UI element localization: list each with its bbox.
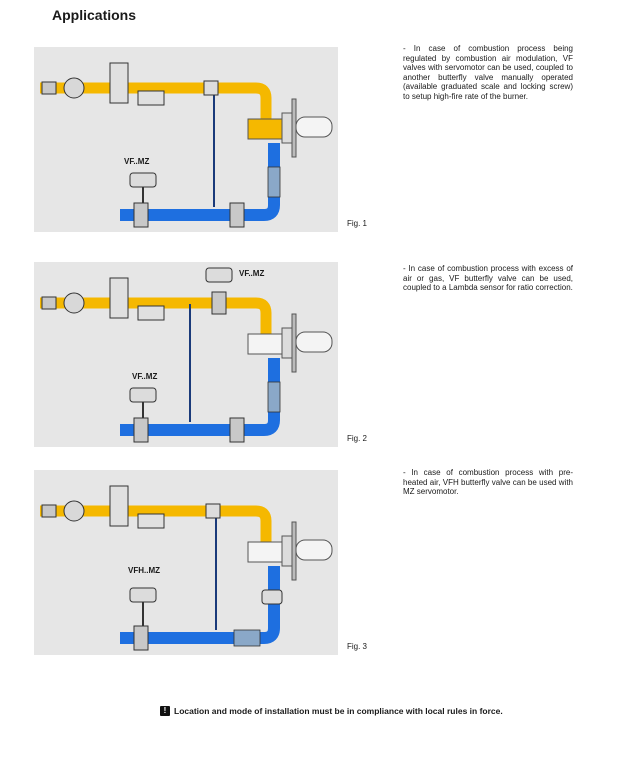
figure-3-label: Fig. 3 [347,642,368,651]
figure-3-diagram: VFH..MZ [34,470,338,655]
compliance-note-text: Location and mode of installation must b… [174,706,503,716]
compliance-note: ! Location and mode of installation must… [160,706,503,716]
valve-label: VFH..MZ [128,566,160,575]
warning-icon: ! [160,706,170,716]
figure-2-diagram: VF..MZ VF..MZ [34,262,338,447]
valve-label: VF..MZ [132,372,158,381]
figure-3-description: - In case of combustion process with pre… [403,468,573,497]
figure-1-description: - In case of combustion process being re… [403,44,573,101]
page-title: Applications [52,7,137,23]
figure-1-diagram: VF..MZ [34,47,338,232]
figure-2-label: Fig. 2 [347,434,368,443]
valve-label: VF..MZ [124,157,150,166]
figure-1-label: Fig. 1 [347,219,368,228]
figure-2-description: - In case of combustion process with exc… [403,264,573,293]
valve-label: VF..MZ [239,269,265,278]
